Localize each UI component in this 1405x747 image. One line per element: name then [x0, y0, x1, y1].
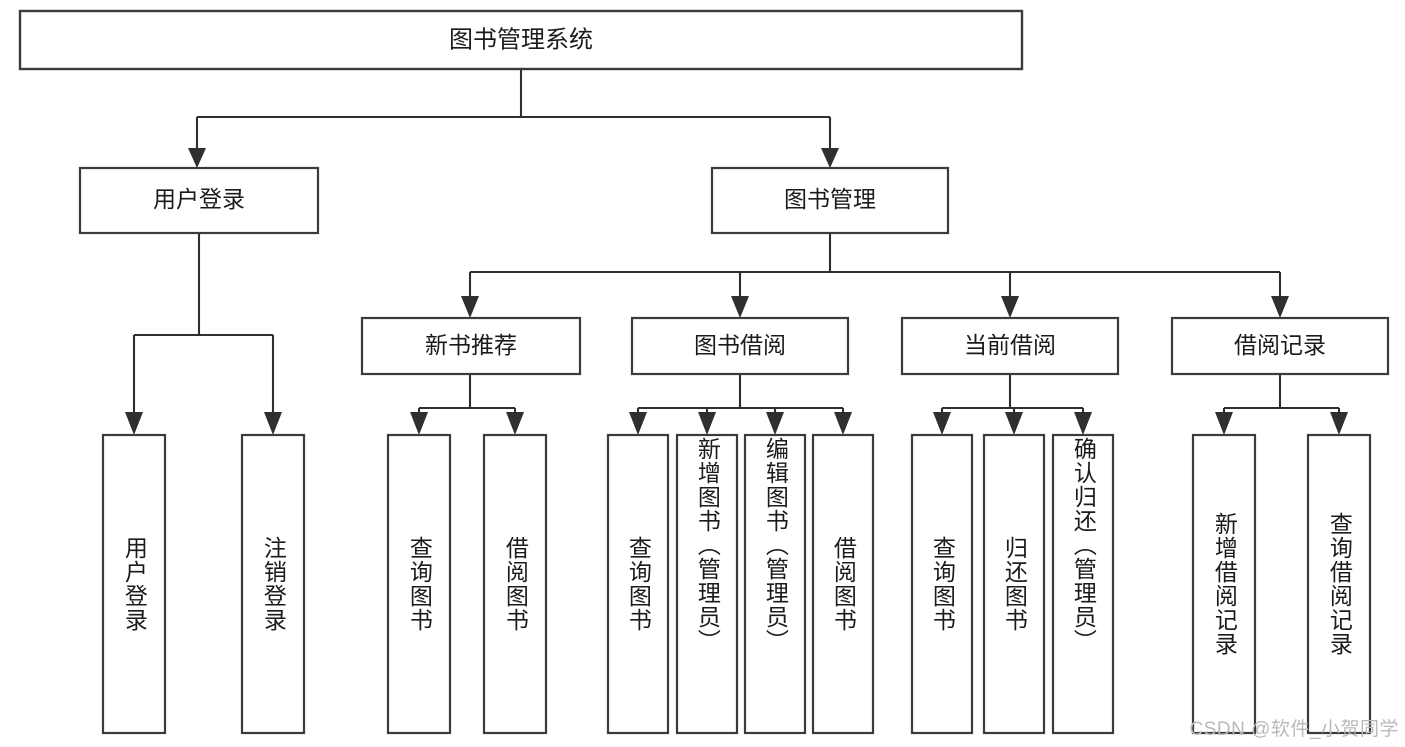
arrow-book-mgmt-to-borrow: [731, 296, 749, 318]
arrow-new-books-to-leaf-1: [410, 412, 428, 435]
arrow-records-to-leaf-1: [1215, 412, 1233, 435]
leaf-box-query-book-borrow[interactable]: [606, 433, 670, 735]
leaf-box-confirm-return[interactable]: [1051, 433, 1115, 735]
leaf-box-user-login[interactable]: [101, 433, 167, 735]
arrow-user-login-to-leaf-1: [125, 412, 143, 435]
node-root-system[interactable]: 图书管理系统: [18, 9, 1024, 71]
arrow-borrow-to-leaf-4: [834, 412, 852, 435]
node-borrow-records-box[interactable]: [1170, 316, 1390, 376]
leaf-box-add-record[interactable]: [1191, 433, 1257, 735]
arrow-root-to-user-login: [188, 148, 206, 168]
node-current-borrow[interactable]: 当前借阅: [900, 316, 1120, 376]
leaf-box-return-book[interactable]: [982, 433, 1046, 735]
node-new-book-recommend-box[interactable]: [360, 316, 582, 376]
node-root-system-label: 图书管理系统: [449, 26, 593, 53]
csdn-watermark: CSDN @软件_小贺同学: [1189, 719, 1399, 740]
arrow-records-to-leaf-2: [1330, 412, 1348, 435]
node-new-book-recommend-label: 新书推荐: [425, 332, 517, 358]
leaf-box-borrow-book-new[interactable]: [482, 433, 548, 735]
leaf-box-add-book-admin[interactable]: [675, 433, 739, 735]
arrow-current-to-leaf-1: [933, 412, 951, 435]
node-borrow-records[interactable]: 借阅记录: [1170, 316, 1390, 376]
arrow-book-mgmt-to-new-books: [461, 296, 479, 318]
arrow-borrow-to-leaf-2: [698, 412, 716, 435]
leaf-box-logout-login[interactable]: [240, 433, 306, 735]
edge-layer: [125, 69, 1348, 435]
leaf-box-edit-book-admin[interactable]: [743, 433, 807, 735]
leaf-box-query-record[interactable]: [1306, 433, 1372, 735]
node-root-system-box[interactable]: [18, 9, 1024, 71]
leaf-box-query-book-new[interactable]: [386, 433, 452, 735]
node-book-management[interactable]: 图书管理: [710, 166, 950, 235]
arrow-user-login-to-leaf-2: [264, 412, 282, 435]
arrow-book-mgmt-to-current: [1001, 296, 1019, 318]
node-user-login[interactable]: 用户登录: [78, 166, 320, 235]
arrow-book-mgmt-to-records: [1271, 296, 1289, 318]
arrow-current-to-leaf-3: [1074, 412, 1092, 435]
leaf-box-layer: [101, 433, 1372, 735]
leaf-box-query-book-cur[interactable]: [910, 433, 974, 735]
arrow-borrow-to-leaf-3: [766, 412, 784, 435]
node-book-management-box[interactable]: [710, 166, 950, 235]
arrow-root-to-book-mgmt: [821, 148, 839, 168]
node-book-borrow-box[interactable]: [630, 316, 850, 376]
node-borrow-records-label: 借阅记录: [1234, 332, 1326, 358]
node-current-borrow-box[interactable]: [900, 316, 1120, 376]
node-current-borrow-label: 当前借阅: [964, 332, 1056, 358]
arrow-new-books-to-leaf-2: [506, 412, 524, 435]
arrow-borrow-to-leaf-1: [629, 412, 647, 435]
node-user-login-box[interactable]: [78, 166, 320, 235]
node-book-borrow[interactable]: 图书借阅: [630, 316, 850, 376]
leaf-box-borrow-book[interactable]: [811, 433, 875, 735]
node-new-book-recommend[interactable]: 新书推荐: [360, 316, 582, 376]
node-book-borrow-label: 图书借阅: [694, 332, 786, 358]
arrow-current-to-leaf-2: [1005, 412, 1023, 435]
node-user-login-label: 用户登录: [153, 186, 245, 212]
node-book-management-label: 图书管理: [784, 186, 876, 212]
